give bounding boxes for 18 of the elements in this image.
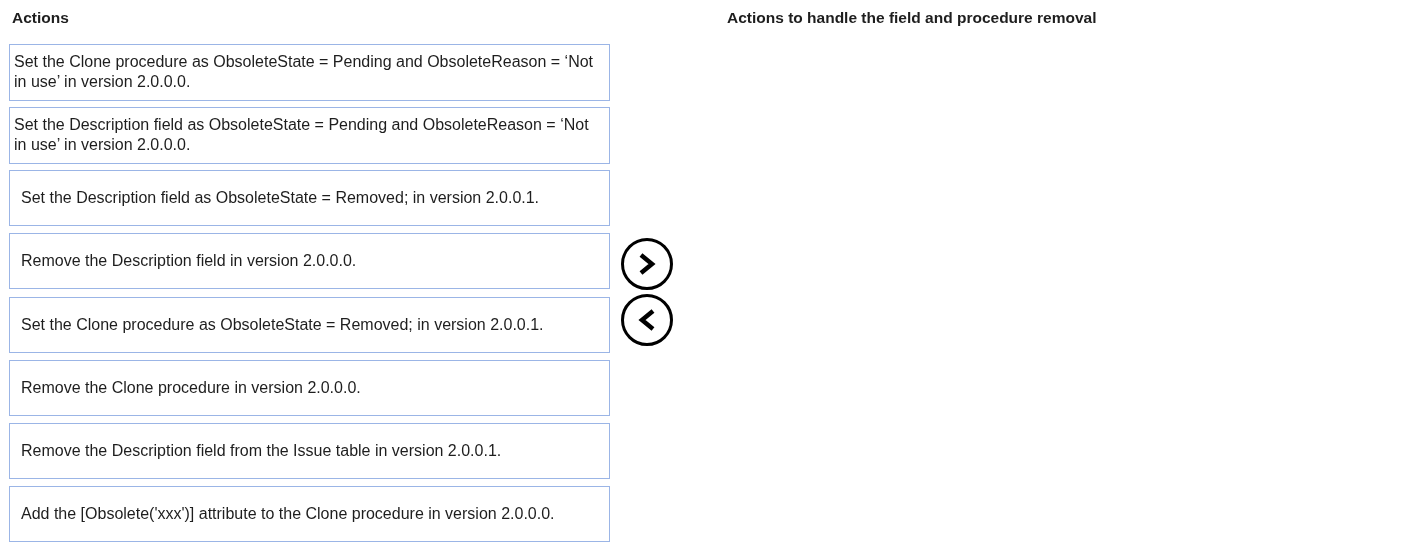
option-text: Remove the Description field in version 2.0.0.0.: [21, 251, 357, 271]
option-text: Set the Description field as ObsoleteState = Pending and ObsoleteReason = ‘Not in use’ in version 2.0.0.0.: [14, 115, 590, 155]
answer-option-card: [9, 360, 610, 416]
option-text: Set the Clone procedure as ObsoleteState = Removed; in version 2.0.0.1.: [21, 315, 544, 335]
answer-option-card: [9, 423, 610, 479]
option-text: Add the [Obsolete('xxx')] attribute to the Clone procedure in version 2.0.0.0.: [21, 504, 555, 524]
option-text: Remove the Description field from the Issue table in version 2.0.0.1.: [21, 441, 502, 461]
column-heading: Actions to handle the field and procedure removal: [727, 9, 1097, 27]
option-text: Set the Description field as ObsoleteState = Removed; in version 2.0.0.1.: [21, 188, 540, 208]
option-text: Set the Clone procedure as ObsoleteState = Pending and ObsoleteReason = ‘Not in use’ in version 2.0.0.0.: [14, 52, 595, 92]
option-text: Remove the Clone procedure in version 2.0.0.0.: [21, 378, 361, 398]
answer-option-card: [9, 170, 610, 226]
answer-option-card: [9, 233, 610, 289]
column-heading: Actions: [12, 9, 69, 27]
answer-option-card: [9, 107, 610, 164]
answer-option-card: [9, 44, 610, 101]
answer-option-card: [9, 486, 610, 542]
answer-option-card: [9, 297, 610, 353]
